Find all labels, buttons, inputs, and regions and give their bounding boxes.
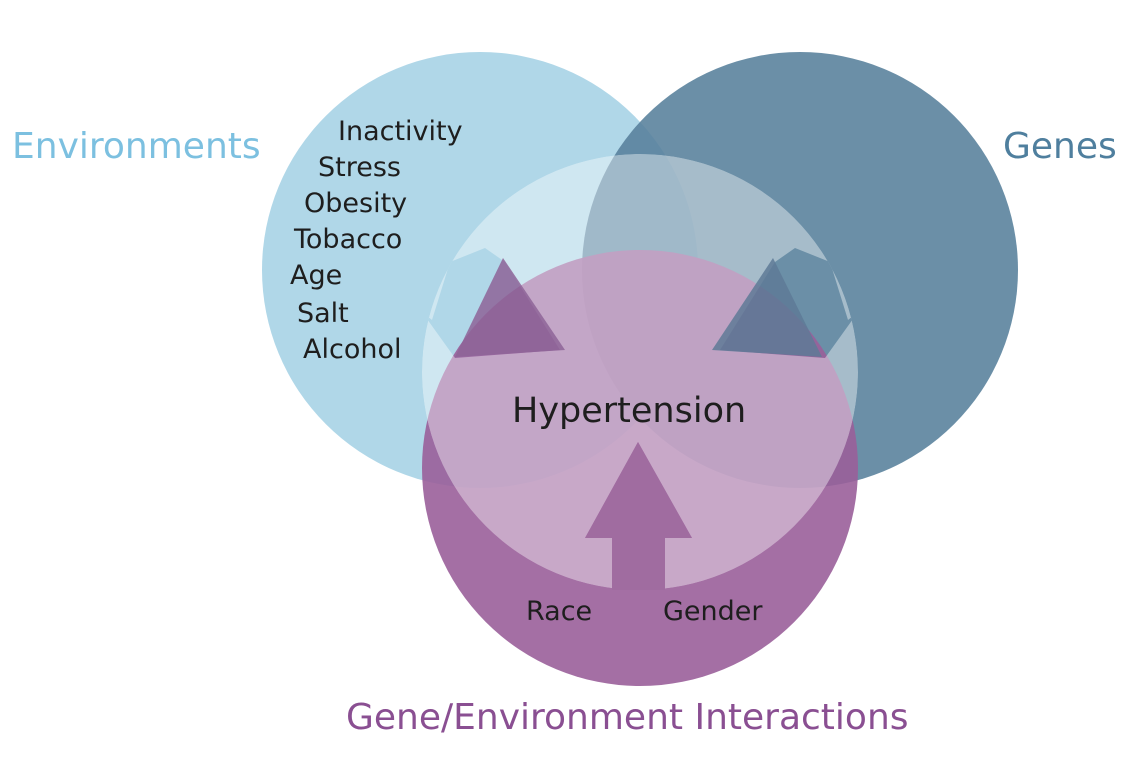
genes-arrow (712, 258, 822, 357)
center-label: Hypertension (512, 391, 746, 431)
interactions-title: Gene/Environment Interactions (346, 697, 909, 738)
factor-salt: Salt (297, 298, 349, 329)
factor-stress: Stress (318, 152, 401, 183)
center-ring-overlay (422, 154, 858, 590)
genes-title: Genes (1003, 126, 1117, 167)
factor-alcohol: Alcohol (303, 334, 401, 365)
factor-obesity: Obesity (304, 188, 407, 219)
factor-inactivity: Inactivity (338, 116, 463, 147)
environments-arrow (455, 258, 565, 357)
factor-age: Age (290, 260, 342, 291)
environments-title: Environments (12, 126, 261, 167)
interactions-arrow (585, 442, 692, 590)
factor-tobacco: Tobacco (293, 224, 402, 255)
factor-gender: Gender (663, 596, 763, 627)
factor-race: Race (526, 596, 592, 627)
